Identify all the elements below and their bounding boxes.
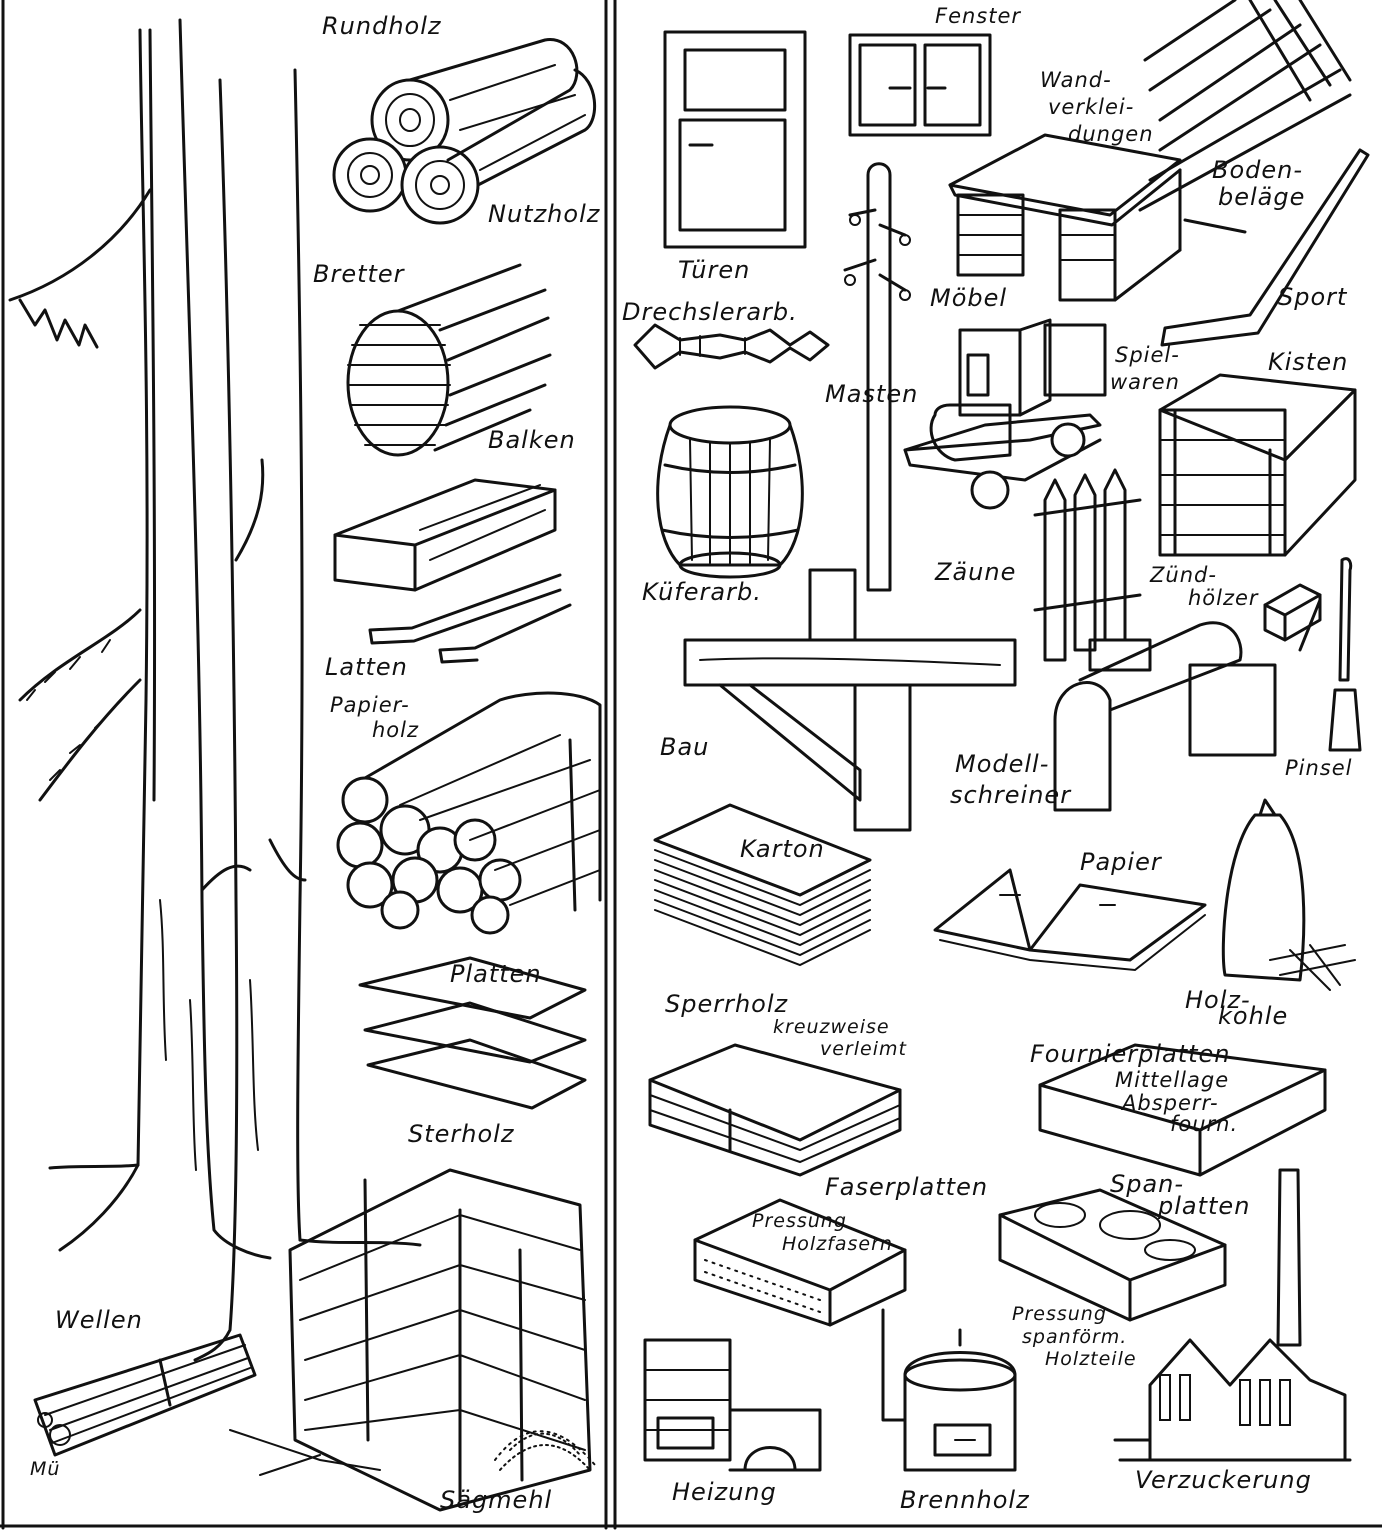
zuendhoelzer-matchbox-drawing (1265, 585, 1320, 650)
label-pressung-span-3: Holzteile (1045, 1350, 1137, 1369)
label-balken: Balken (488, 428, 576, 452)
label-sport: Sport (1278, 285, 1347, 309)
label-zuendhoelzer-1: Zünd- (1150, 565, 1217, 586)
label-karton: Karton (740, 837, 825, 861)
label-zaeune: Zäune (935, 560, 1016, 584)
label-wandverkleidungen-1: Wand- (1040, 70, 1112, 91)
label-rundholz: Rundholz (322, 14, 442, 38)
label-fournierplatten-2: Mittellage (1115, 1070, 1229, 1091)
rundholz-logs-drawing (334, 40, 595, 223)
label-pressung-span-2: spanförm. (1022, 1328, 1127, 1347)
label-papierholz-1: Papier- (330, 695, 410, 716)
label-kreuzweise-2: verleimt (820, 1040, 907, 1059)
masten-pole-drawing (845, 164, 910, 590)
moebel-desk-drawing (950, 135, 1245, 300)
label-holzkohle-2: kohle (1218, 1004, 1288, 1028)
label-heizung: Heizung (672, 1480, 777, 1504)
heizung-stove-drawing (645, 1340, 820, 1470)
label-faserplatten: Faserplatten (825, 1175, 988, 1199)
label-bau: Bau (660, 735, 709, 759)
label-bodenbelaege-2: beläge (1218, 185, 1305, 209)
label-pressung-holzfasern-1: Pressung (752, 1212, 847, 1231)
label-moebel: Möbel (930, 286, 1007, 310)
label-saegmehl: Sägmehl (440, 1488, 552, 1512)
label-fenster: Fenster (935, 6, 1021, 27)
label-latten: Latten (325, 655, 408, 679)
brennholz-boiler-drawing (883, 1310, 1015, 1470)
label-masten: Masten (825, 382, 918, 406)
label-verzuckerung: Verzuckerung (1135, 1468, 1312, 1492)
label-signature: Mü (30, 1460, 60, 1479)
label-sterholz: Sterholz (408, 1122, 514, 1146)
label-platten: Platten (450, 962, 542, 986)
fenster-window-drawing (850, 35, 990, 135)
label-modellschreiner-2: schreiner (950, 783, 1071, 807)
holzkohle-sack-drawing (1223, 800, 1355, 990)
label-spielwaren-1: Spiel- (1115, 345, 1180, 366)
label-wandverkleidungen-2: verklei- (1048, 97, 1134, 118)
sterholz-stack-drawing (290, 1170, 590, 1510)
label-wandverkleidungen-3: dungen (1068, 124, 1154, 145)
label-nutzholz: Nutzholz (488, 202, 600, 226)
label-papier: Papier (1080, 850, 1162, 874)
label-kreuzweise-1: kreuzweise (773, 1018, 890, 1037)
label-fournierplatten-4: fourn. (1170, 1114, 1238, 1135)
label-spanplatten-2: platten (1158, 1194, 1250, 1218)
label-fournierplatten-1: Fournierplatten (1030, 1042, 1230, 1066)
sperrholz-plywood-drawing (650, 1045, 900, 1175)
label-spielwaren-2: waren (1110, 372, 1180, 393)
drechslerarb-turned-wood-drawing (635, 325, 828, 368)
label-bodenbelaege-1: Boden- (1212, 158, 1303, 182)
label-papierholz-2: holz (372, 720, 419, 741)
label-drechslerarb: Drechslerarb. (622, 300, 798, 324)
zaeune-fence-drawing (1035, 470, 1140, 660)
label-sperrholz: Sperrholz (665, 992, 788, 1016)
label-kueferarb: Küferarb. (642, 580, 762, 604)
spielwaren-toy-train-drawing (905, 320, 1105, 508)
label-wellen: Wellen (55, 1308, 143, 1332)
papier-book-drawing (935, 870, 1205, 970)
tueren-door-drawing (665, 32, 805, 247)
label-kisten: Kisten (1268, 350, 1348, 374)
label-bretter: Bretter (313, 262, 405, 286)
label-zuendhoelzer-2: hölzer (1188, 588, 1259, 609)
pinsel-brush-drawing (1330, 559, 1360, 750)
kueferarb-barrel-drawing (658, 407, 803, 577)
wellen-bundle-drawing (35, 1335, 380, 1475)
karton-stack-drawing (655, 805, 870, 965)
label-pressung-holzfasern-2: Holzfasern (782, 1235, 893, 1254)
balken-latten-drawing (335, 480, 570, 662)
tree-trunks-drawing (10, 20, 420, 1360)
label-pinsel: Pinsel (1285, 758, 1353, 779)
label-brennholz: Brennholz (900, 1488, 1030, 1512)
label-tueren: Türen (678, 258, 750, 282)
label-fournierplatten-3: Absperr- (1122, 1093, 1219, 1114)
label-modellschreiner-1: Modell- (955, 752, 1049, 776)
label-pressung-span-1: Pressung (1012, 1305, 1107, 1324)
kisten-crate-drawing (1160, 375, 1355, 555)
